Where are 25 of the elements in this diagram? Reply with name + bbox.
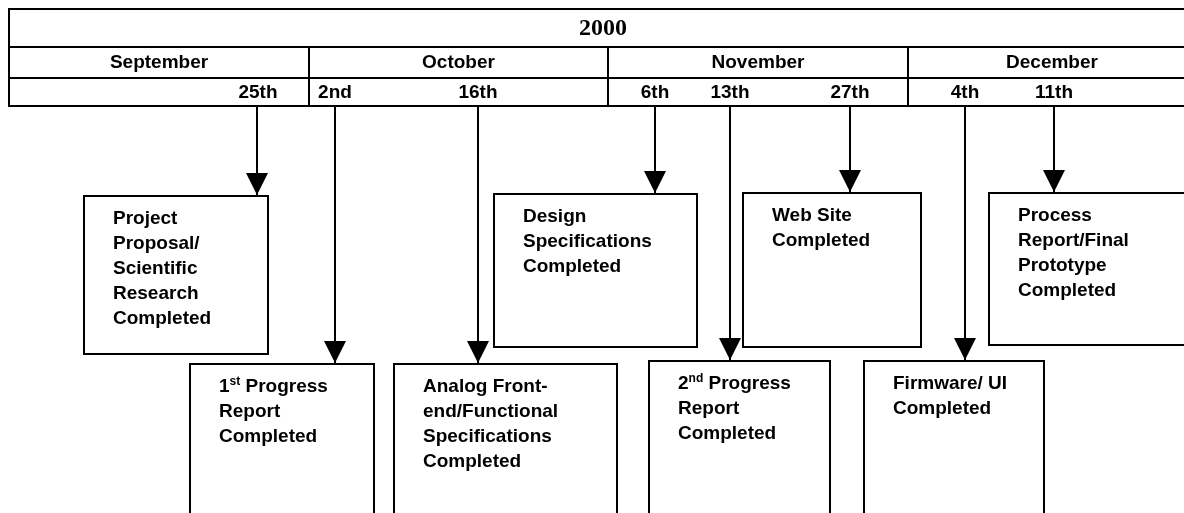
arrow <box>954 106 976 361</box>
milestone-box: Process Report/Final Prototype Completed <box>988 192 1184 346</box>
year-header: 2000 <box>8 8 1184 48</box>
date-label: 13th <box>702 80 758 104</box>
date-label: 6th <box>635 80 675 104</box>
date-label: 2nd <box>313 80 357 104</box>
milestone-box: Project Proposal/ Scientific Research Completed <box>83 195 269 355</box>
milestone-box: Firmware/ UI Completed <box>863 360 1045 513</box>
arrow <box>246 106 268 196</box>
milestone-box: Design Specifications Completed <box>493 193 698 348</box>
milestone-box: 2$^{nd}$ Progress Report Completed <box>648 360 831 513</box>
arrow <box>324 106 346 364</box>
arrow <box>467 106 489 364</box>
arrow <box>719 106 741 361</box>
arrow <box>839 106 861 193</box>
date-label: 4th <box>945 80 985 104</box>
arrow <box>1043 106 1065 193</box>
milestone-box: Web Site Completed <box>742 192 922 348</box>
milestone-box: 1$^{st}$ Progress Report Completed <box>189 363 375 513</box>
date-label: 27th <box>822 80 878 104</box>
date-label: 16th <box>450 80 506 104</box>
date-label: 25th <box>228 80 288 104</box>
arrow <box>644 106 666 194</box>
milestone-box: Analog Front-end/Functional Specifications Completed <box>393 363 618 513</box>
date-label: 11th <box>1028 80 1080 104</box>
